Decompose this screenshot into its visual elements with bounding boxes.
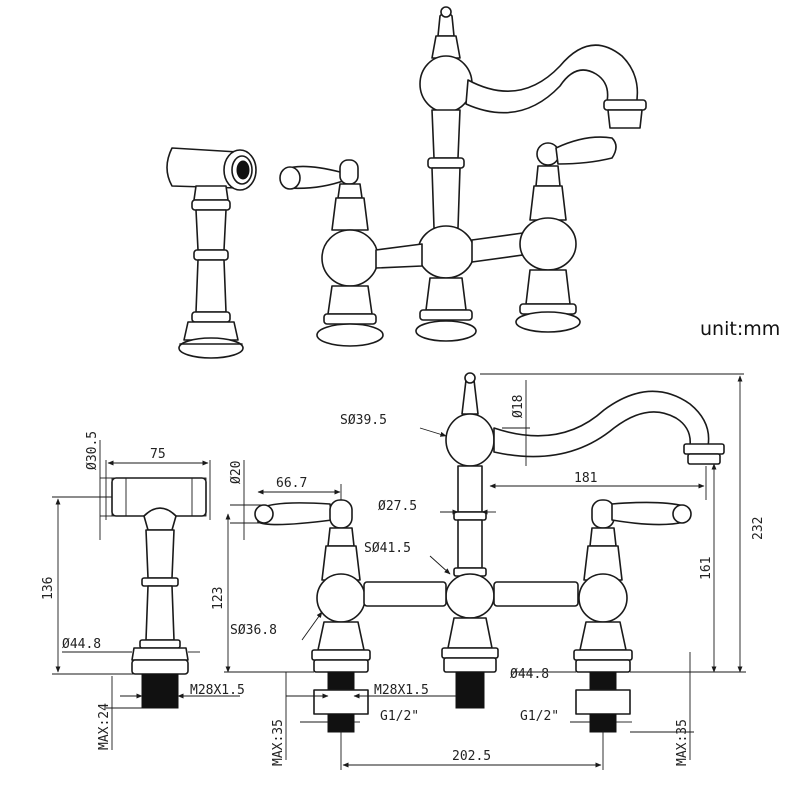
side-sprayer-perspective	[166, 147, 257, 359]
dim-right-max: MAX:35	[675, 719, 690, 766]
dim-sprayer-head-dia: Ø30.5	[85, 431, 100, 470]
dim-neck-dia: Ø27.5	[378, 499, 417, 514]
right-valve-elevation	[573, 499, 692, 733]
dim-handle-body-dia: SØ36.8	[230, 623, 277, 638]
dim-valve-thread: M28X1.5	[374, 683, 429, 698]
dim-spout-dia: Ø18	[511, 395, 526, 418]
dim-spout-reach: 181	[574, 471, 597, 486]
dim-sprayer-thread: M28X1.5	[190, 683, 245, 698]
dim-handle-length: 66.7	[276, 476, 307, 491]
elevation-view: Ø30.5 75 136 Ø44.8 M28X1.5 MAX:24 Ø20 66…	[41, 372, 766, 770]
dim-right-base-dia: Ø44.8	[510, 667, 549, 682]
dim-handle-height: 123	[211, 587, 226, 610]
dim-valve-max: MAX:35	[271, 719, 286, 766]
dim-center-spacing: 202.5	[452, 749, 491, 764]
perspective-view	[166, 6, 647, 359]
center-spout-elevation	[441, 372, 725, 709]
dim-body-dia: SØ41.5	[364, 541, 411, 556]
bridge-right-elevation	[493, 581, 579, 607]
unit-label: unit:mm	[700, 318, 781, 340]
center-spout-perspective	[415, 6, 647, 342]
dim-right-conn: G1/2"	[520, 709, 559, 724]
dim-sprayer-base-dia: Ø44.8	[62, 637, 101, 652]
side-sprayer-elevation	[111, 477, 207, 709]
dim-total-height: 232	[751, 517, 766, 540]
dim-sprayer-length: 75	[150, 447, 166, 462]
dim-valve-conn: G1/2"	[380, 709, 419, 724]
bridge-pipe-left	[375, 243, 423, 269]
dimension-lines	[52, 373, 746, 770]
dim-spout-height: 161	[699, 557, 714, 580]
right-valve-perspective	[515, 136, 617, 333]
bridge-left-elevation	[363, 581, 447, 607]
dim-handle-dia: Ø20	[229, 461, 244, 484]
left-valve-perspective	[279, 159, 384, 347]
dimension-labels: Ø30.5 75 136 Ø44.8 M28X1.5 MAX:24 Ø20 66…	[41, 395, 766, 766]
dim-sprayer-max: MAX:24	[97, 703, 112, 750]
dim-sprayer-height: 136	[41, 577, 56, 600]
dim-finial-dia: SØ39.5	[340, 413, 387, 428]
left-valve-elevation	[254, 499, 371, 733]
